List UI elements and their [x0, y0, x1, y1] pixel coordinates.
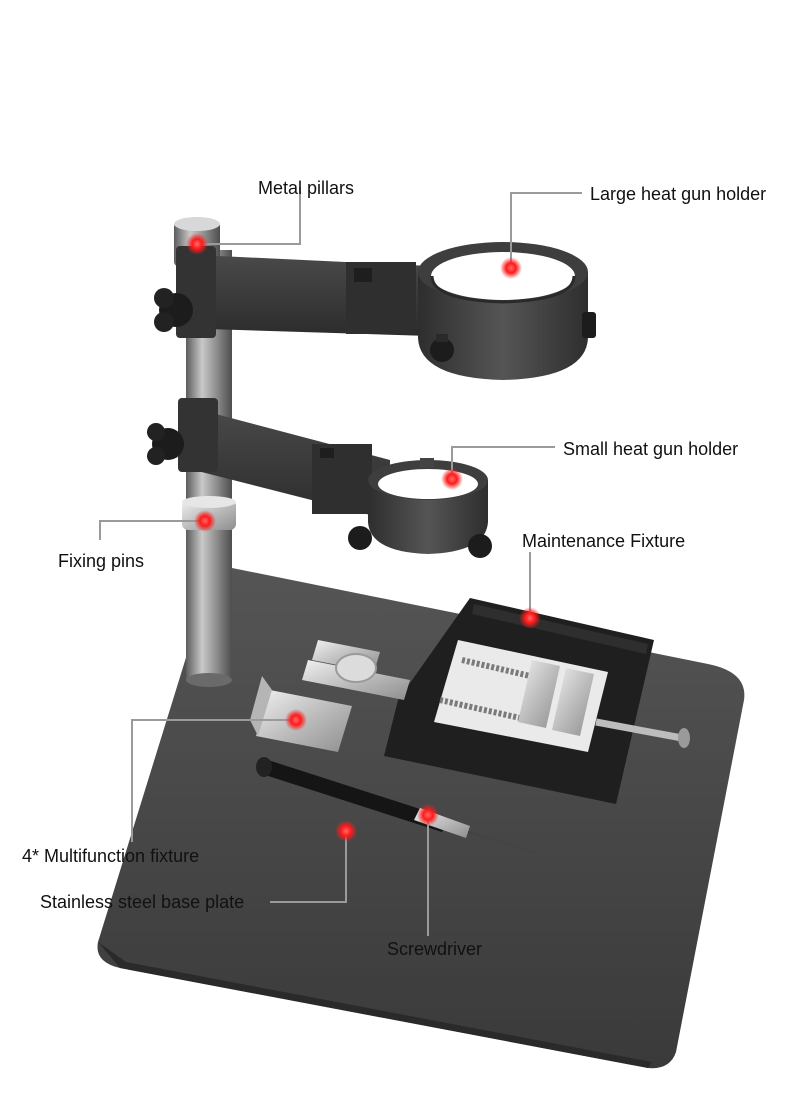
marker-base-plate: [335, 820, 357, 842]
label-metal-pillars: Metal pillars: [258, 178, 355, 198]
label-small-heat-gun-holder: Small heat gun holder: [563, 439, 739, 459]
label-fixing-pins: Fixing pins: [58, 551, 145, 571]
marker-maintenance-fixture: [519, 607, 541, 629]
marker-multifunction-fixture: [285, 709, 307, 731]
marker-screwdriver: [417, 804, 439, 826]
fixture-springs: [439, 657, 531, 721]
marker-fixing-pins: [194, 510, 216, 532]
label-screwdriver: Screwdriver: [387, 939, 483, 959]
fixture-screw: [595, 718, 690, 748]
leader-multifunction-fixture: [131, 719, 296, 842]
large-heat-gun-holder: [418, 242, 596, 380]
label-maintenance-fixture: Maintenance Fixture: [522, 531, 686, 551]
red-markers: [186, 233, 541, 842]
upper-arm: [154, 246, 430, 338]
marker-large-heat-gun-holder: [500, 257, 522, 279]
leader-base-plate: [270, 831, 347, 903]
leader-metal-pillars: [197, 187, 301, 245]
leader-fixing-pins: [99, 520, 205, 540]
leader-large-heat-gun-holder: [510, 192, 582, 268]
fixture-jaws: [518, 660, 594, 736]
lower-arm: [147, 398, 390, 520]
label-multifunction-fixture: 4* Multifunction fixture: [22, 846, 200, 866]
maintenance-fixture: [384, 598, 690, 804]
marker-small-heat-gun-holder: [441, 468, 463, 490]
label-base-plate: Stainless steel base plate: [40, 892, 245, 912]
marker-metal-pillars: [186, 233, 208, 255]
lower-arm-knob: [147, 423, 184, 465]
upper-arm-knob: [154, 288, 193, 332]
label-large-heat-gun-holder: Large heat gun holder: [590, 184, 767, 204]
